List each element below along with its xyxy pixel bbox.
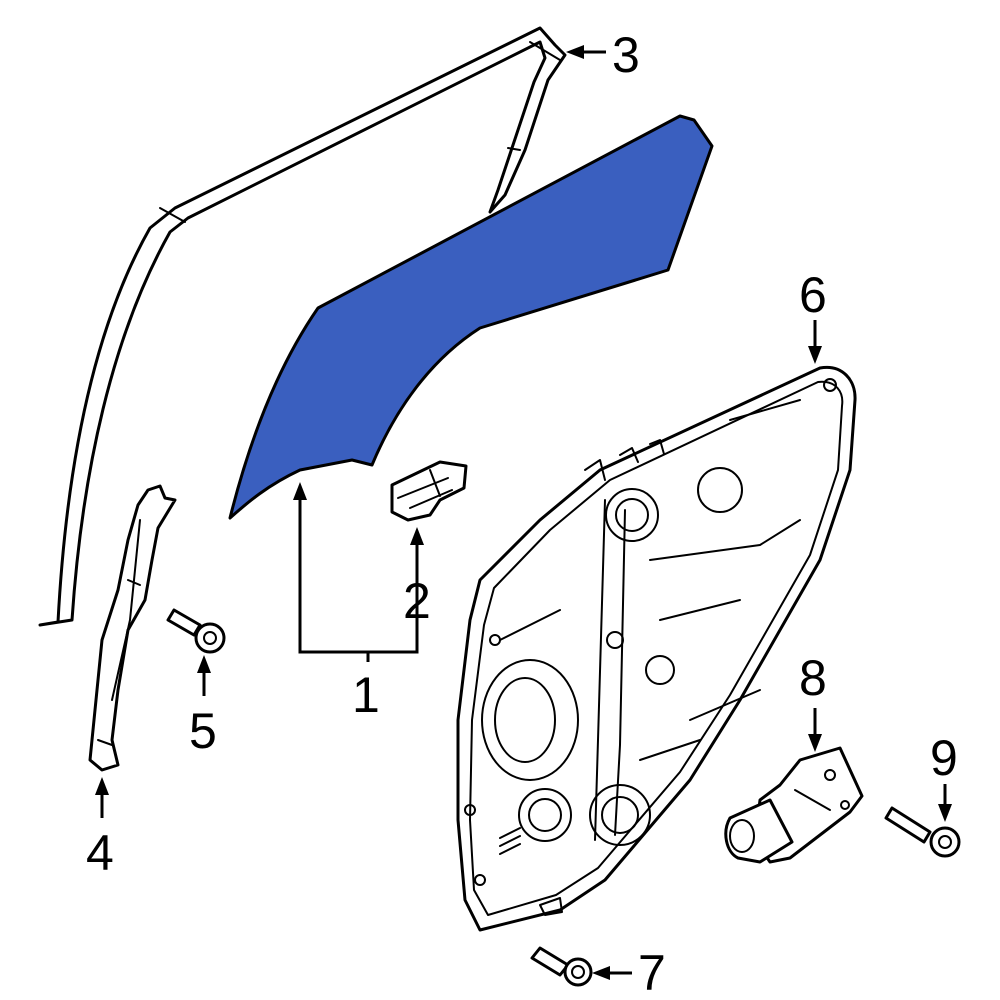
rear-channel-part-4[interactable] xyxy=(88,484,177,772)
bolt-part-9[interactable] xyxy=(884,806,961,858)
callout-3: 3 xyxy=(612,27,640,83)
callout-8: 8 xyxy=(799,650,827,706)
callout-9: 9 xyxy=(930,730,958,786)
regulator-motor-part-8[interactable] xyxy=(724,746,864,864)
callout-1: 1 xyxy=(352,667,380,723)
callout-5: 5 xyxy=(189,703,217,759)
callout-4: 4 xyxy=(86,825,114,881)
door-module-panel-part-6[interactable] xyxy=(456,365,857,932)
callout-2: 2 xyxy=(403,573,431,629)
run-channel-part-3[interactable] xyxy=(38,26,567,627)
bolt-part-7[interactable] xyxy=(530,946,593,987)
bolt-part-5[interactable] xyxy=(166,608,226,654)
glass-channel-part-2[interactable] xyxy=(390,460,468,522)
callout-7: 7 xyxy=(638,945,666,1000)
leader-lines xyxy=(95,45,952,980)
door-glass-part-1[interactable] xyxy=(228,114,714,520)
callout-6: 6 xyxy=(799,267,827,323)
